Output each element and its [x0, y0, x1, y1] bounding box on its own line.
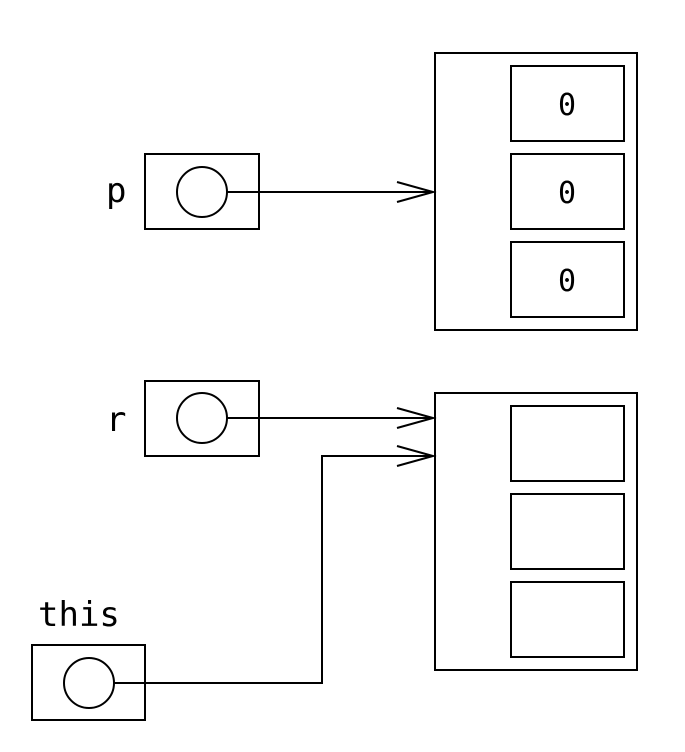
array-b [434, 392, 638, 671]
array-a-cell-1-value: 0 [558, 176, 576, 211]
array-a: 0 0 0 [434, 52, 638, 331]
variable-this: this [31, 595, 146, 721]
variable-r-label: r [106, 400, 126, 440]
array-b-cell-1 [510, 493, 625, 570]
array-b-cell-2 [510, 581, 625, 658]
array-a-cell-1 [510, 153, 625, 230]
arrow-r-to-array-b [227, 407, 437, 429]
variable-p-label: p [106, 171, 126, 211]
variable-this-label: this [38, 595, 120, 635]
variable-r-reference-dot [176, 392, 228, 444]
array-a-cell-0-value: 0 [558, 88, 576, 123]
arrow-this-to-array-b [114, 445, 437, 684]
array-b-outer-box [434, 392, 638, 671]
arrow-p-to-array-a [227, 181, 437, 203]
array-a-outer-box [434, 52, 638, 331]
array-a-cell-2 [510, 241, 625, 318]
array-a-cell-2-value: 0 [558, 264, 576, 299]
variable-p-reference-dot [176, 166, 228, 218]
array-b-cell-0 [510, 405, 625, 482]
array-a-cell-0 [510, 65, 625, 142]
variable-this-reference-dot [63, 657, 115, 709]
